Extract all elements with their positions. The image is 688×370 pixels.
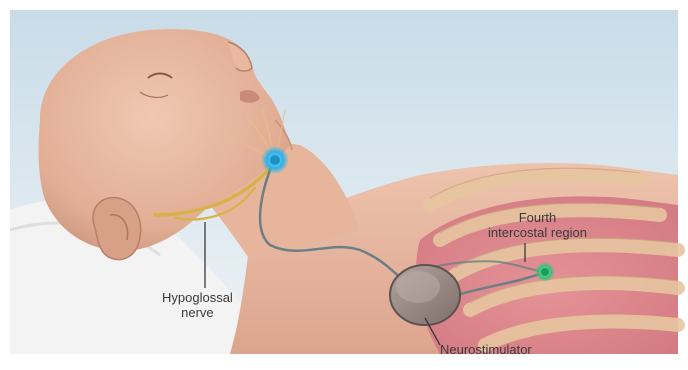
label-hypoglossal-line2: nerve bbox=[162, 305, 233, 320]
label-hypoglossal-nerve: Hypoglossal nerve bbox=[162, 290, 233, 320]
label-neurostimulator: Neurostimulator bbox=[440, 342, 532, 357]
label-fourth-intercostal-line2: intercostal region bbox=[488, 225, 587, 240]
label-fourth-intercostal: Fourth intercostal region bbox=[488, 210, 587, 240]
label-hypoglossal-line1: Hypoglossal bbox=[162, 290, 233, 305]
label-fourth-intercostal-line1: Fourth bbox=[488, 210, 587, 225]
